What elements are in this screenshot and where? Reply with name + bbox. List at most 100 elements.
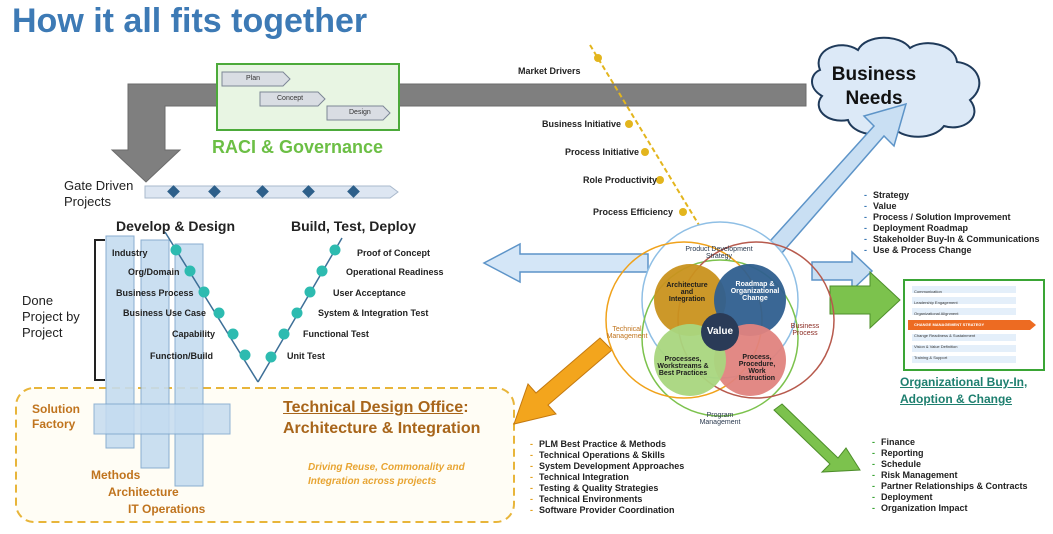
wheel-center-value: Value (706, 326, 734, 337)
it-operations-label: IT Operations (128, 502, 206, 516)
driver-label: Role Productivity (583, 175, 658, 185)
driver-dot (625, 120, 633, 128)
tdo-title: Technical Design Office: (283, 399, 469, 416)
build-test-heading: Build, Test, Deploy (291, 218, 416, 234)
list-item: -System Development Approaches (530, 461, 685, 471)
driver-dot (641, 148, 649, 156)
v-left-label: Org/Domain (128, 267, 180, 277)
wheel-inner-workstreams: Processes, Workstreams & Best Practices (657, 356, 709, 377)
change-item: Leadership Engagement (914, 300, 958, 305)
develop-design-heading: Develop & Design (116, 218, 236, 234)
business-needs-label: Business Needs (831, 64, 917, 109)
tech-list: -PLM Best Practice & Methods -Technical … (530, 439, 684, 516)
v-right-label: Unit Test (287, 351, 325, 361)
wheel-outer-top: Product Development Strategy (685, 246, 753, 260)
raci-step-label: Concept (277, 95, 304, 102)
market-drivers-line (589, 44, 706, 236)
solution-factory-label: Solution Factory (32, 402, 80, 431)
green-downright-arrow (773, 403, 861, 473)
value-center (701, 313, 739, 351)
architecture-label: Architecture (108, 485, 179, 499)
page-title: How it all fits together (12, 2, 368, 40)
list-item: -Finance (872, 437, 916, 447)
program-list: -Finance -Reporting -Schedule -Risk Mana… (872, 437, 1028, 514)
wheel-outer-left: Technical Management (606, 326, 648, 340)
wheel-outer-bottom: Program Management (699, 412, 741, 426)
list-item: -Testing & Quality Strategies (530, 483, 659, 493)
list-item: -Stakeholder Buy-In & Communications (864, 234, 1040, 244)
blue-upright-arrow (760, 102, 908, 264)
blue-right-arrow (811, 250, 874, 292)
tdo-subtitle: Architecture & Integration (283, 420, 481, 437)
list-item: -Technical Operations & Skills (530, 450, 665, 460)
raci-step-label: Design (349, 109, 371, 116)
change-item: Communication (914, 289, 942, 294)
v-dots (170, 244, 341, 363)
v-right-label: Functional Test (303, 329, 369, 339)
raci-step-design (326, 105, 391, 121)
gate-driven-label: Gate Driven Projects (64, 178, 134, 209)
change-item: CHANGE MANAGEMENT STRATEGY (914, 322, 985, 327)
list-item: -Risk Management (872, 470, 958, 480)
v-right-label: Proof of Concept (357, 248, 430, 258)
list-item: -PLM Best Practice & Methods (530, 439, 667, 449)
done-project-label: Done Project by Project (22, 293, 80, 340)
list-item: -Technical Environments (530, 494, 643, 504)
list-item: -Strategy (864, 190, 910, 200)
change-box-items: Communication Leadership Engagement Orga… (914, 286, 1018, 363)
wheel-inner-architecture: Architecture and Integration (666, 282, 708, 303)
driver-dot (656, 176, 664, 184)
wheel-inner-roadmap: Roadmap & Organizational Change (730, 281, 780, 302)
list-item: -Organization Impact (872, 503, 968, 513)
change-box-rows (908, 286, 1036, 363)
raci-label: RACI & Governance (212, 137, 384, 157)
list-item: -Reporting (872, 448, 924, 458)
wheel-inner-process: Process, Procedure, Work Instruction (738, 354, 776, 382)
raci-step-label: Plan (246, 75, 261, 82)
tdo-tagline: Driving Reuse, Commonality and Integrati… (308, 462, 465, 487)
bracket (94, 239, 105, 381)
methods-label: Methods (91, 468, 141, 482)
list-item: -Partner Relationships & Contracts (872, 481, 1028, 491)
change-item: Change Readiness & Sustainment (914, 333, 976, 338)
list-item: -Process / Solution Improvement (864, 212, 1011, 222)
v-left-label: Business Process (116, 288, 194, 298)
v-left-label: Business Use Case (123, 308, 207, 318)
green-right-arrow (829, 270, 901, 330)
v-right-label: Operational Readiness (346, 267, 444, 277)
v-left-label: Industry (112, 248, 148, 258)
list-item: -Use & Process Change (864, 245, 972, 255)
blue-left-arrow (482, 242, 649, 284)
business-needs-cloud (811, 36, 981, 138)
change-item: Vision & Value Definition (914, 344, 958, 349)
solution-factory-bar (93, 403, 231, 435)
list-item: -Schedule (872, 459, 922, 469)
driver-label: Process Efficiency (593, 207, 674, 217)
change-item: Training & Support (914, 355, 948, 360)
list-item: -Deployment (872, 492, 933, 502)
driver-label: Business Initiative (542, 119, 622, 129)
list-item: -Software Provider Coordination (530, 505, 675, 515)
grey-feedback-arrow (110, 83, 807, 183)
market-drivers-label: Market Drivers (518, 66, 581, 76)
raci-step-plan (221, 71, 291, 87)
value-wheel (605, 221, 835, 417)
list-item: -Deployment Roadmap (864, 223, 969, 233)
list-item: -Value (864, 201, 897, 211)
raci-step-concept (259, 91, 326, 107)
pillar-it-operations (174, 243, 204, 487)
driver-dot (679, 208, 687, 216)
v-left-label: Capability (172, 329, 216, 339)
gate-diamonds (167, 185, 360, 198)
v-right-label: System & Integration Test (318, 308, 429, 318)
org-buyin-label: Organizational Buy-In, Adoption & Change (900, 375, 1028, 406)
strategy-list: -Strategy -Value -Process / Solution Imp… (864, 190, 1040, 256)
v-left-label: Function/Build (150, 351, 213, 361)
v-right-label: User Acceptance (333, 288, 406, 298)
list-item: -Technical Integration (530, 472, 629, 482)
change-item: Organizational Alignment (914, 311, 959, 316)
gate-line (144, 185, 399, 199)
wheel-outer-right: Business Process (790, 323, 820, 337)
driver-dot (594, 54, 602, 62)
